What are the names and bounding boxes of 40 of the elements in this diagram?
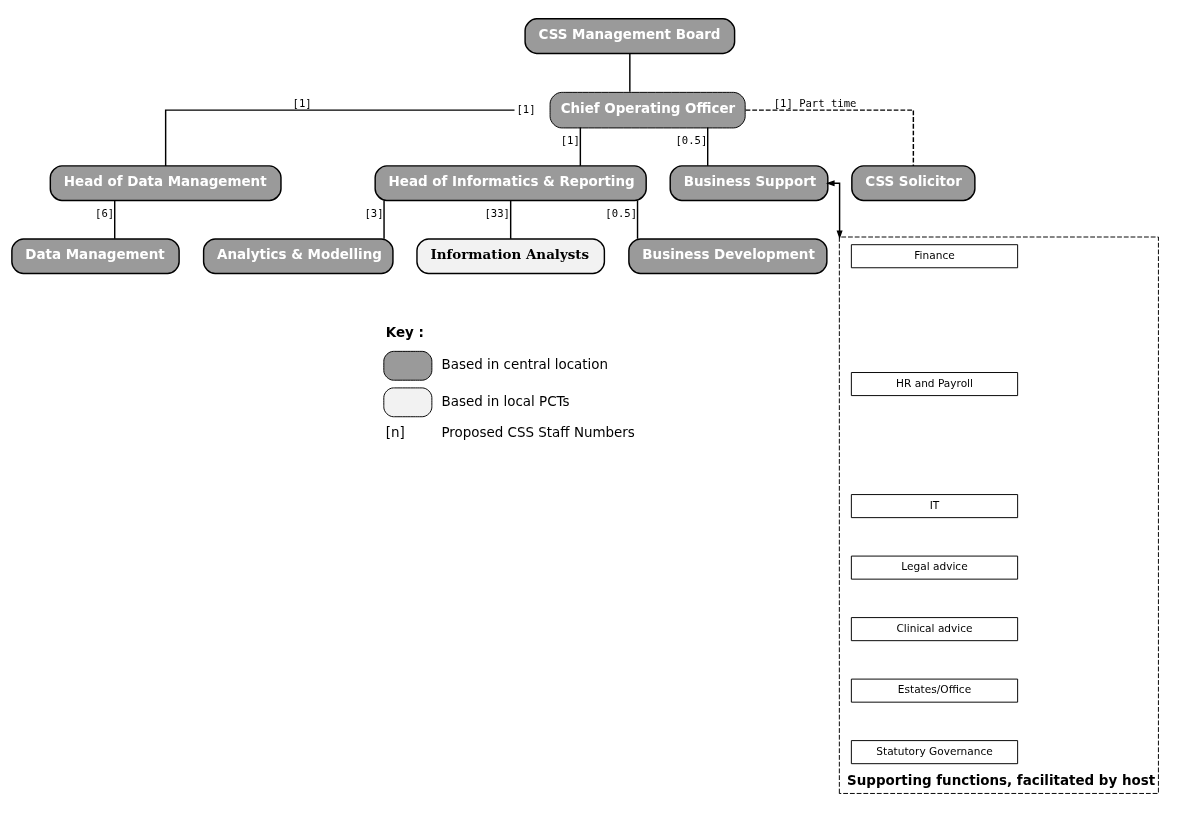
node-box: Business Development: [628, 238, 828, 275]
node-label: [1]: [516, 102, 536, 115]
connector: [509, 199, 512, 240]
legend-label: Based in central location: [441, 357, 609, 373]
connector: [629, 52, 631, 93]
node-box: Head of Informatics & Reporting: [374, 165, 647, 202]
node-box: Data Management: [11, 238, 180, 275]
connector: [383, 199, 385, 240]
connector: [579, 126, 582, 167]
connector: [164, 109, 516, 167]
connector: [706, 126, 709, 167]
connector: [114, 199, 116, 240]
node-box: Business Support: [669, 165, 829, 202]
node-box: IT: [850, 494, 1019, 519]
legend-label: Based in local PCTs: [441, 393, 570, 409]
node-box: CSS Management Board: [524, 18, 736, 55]
node-box: HR and Payroll: [850, 372, 1019, 397]
edge-label: [6]: [95, 206, 115, 219]
node-box: Legal advice: [850, 555, 1019, 580]
connector: [636, 199, 639, 240]
label: Key :: [385, 325, 424, 341]
node-box: Analytics & Modelling: [202, 238, 394, 275]
node-box: Estates/Office: [850, 678, 1019, 703]
node-box: Head of Data Management: [49, 165, 282, 202]
edge-label: [0.5]: [605, 206, 638, 219]
edge-label: [1]: [560, 133, 580, 146]
node-box: Clinical advice: [850, 617, 1019, 642]
node-box: Finance: [850, 244, 1019, 269]
arrow: [825, 180, 843, 240]
label: Proposed CSS Staff Numbers: [441, 425, 635, 441]
edge-label: [1] Part time: [773, 97, 857, 110]
node-box: Statutory Governance: [850, 740, 1019, 765]
edge-label: [1]: [292, 97, 312, 110]
label: [n]: [385, 425, 405, 441]
node-box: Information Analysts: [416, 238, 606, 275]
edge-label: [3]: [364, 206, 384, 219]
node-box: CSS Solicitor: [851, 165, 976, 202]
edge-label: [0.5]: [675, 133, 708, 146]
connector: [744, 109, 915, 167]
edge-label: [33]: [484, 206, 510, 219]
